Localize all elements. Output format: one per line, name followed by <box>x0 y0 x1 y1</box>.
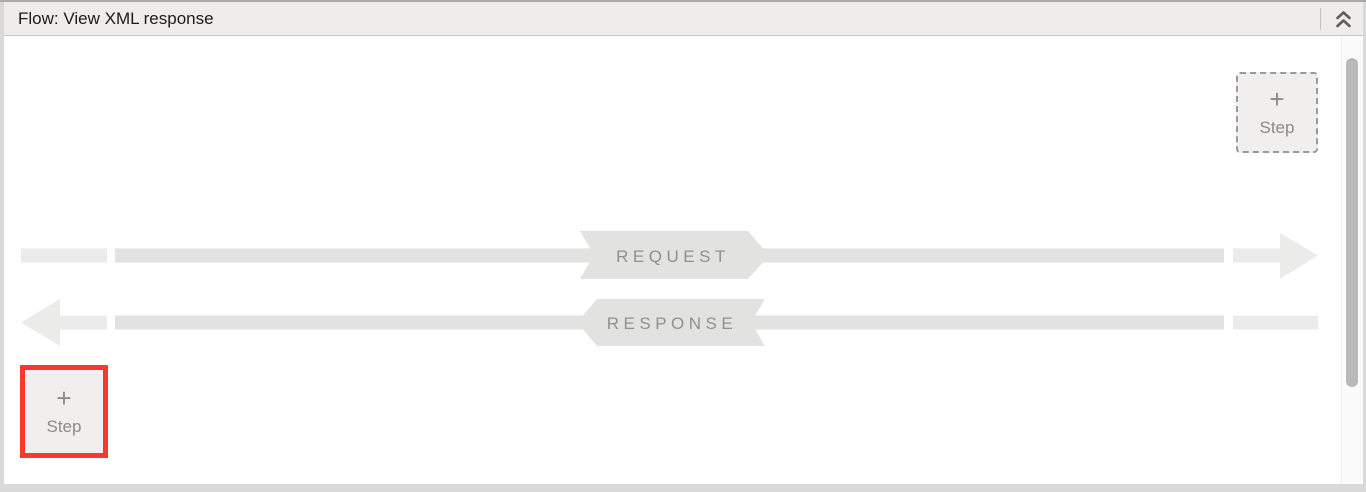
collapse-button[interactable] <box>1328 7 1358 32</box>
frame-border-bottom <box>0 484 1366 492</box>
add-step-label: Step <box>46 417 82 436</box>
flow-header: Flow: View XML response <box>4 2 1363 36</box>
flow-canvas <box>4 37 1363 484</box>
chevrons-up-icon <box>1335 11 1351 28</box>
header-separator <box>1320 8 1321 30</box>
add-step-button-top-right[interactable]: + Step <box>1236 72 1318 153</box>
plus-icon: + <box>1269 84 1285 114</box>
highlight-annotation: + Step <box>20 365 108 458</box>
add-step-button-bottom-left[interactable]: + Step <box>25 370 103 453</box>
scrollbar-track[interactable] <box>1341 37 1361 484</box>
plus-icon: + <box>56 383 72 413</box>
scrollbar-thumb[interactable] <box>1346 58 1358 387</box>
frame-border-left <box>0 2 4 492</box>
add-step-label: Step <box>1259 118 1295 137</box>
frame-border-top <box>0 0 1366 2</box>
flow-title: Flow: View XML response <box>18 9 214 28</box>
frame-border-right <box>1363 2 1366 484</box>
